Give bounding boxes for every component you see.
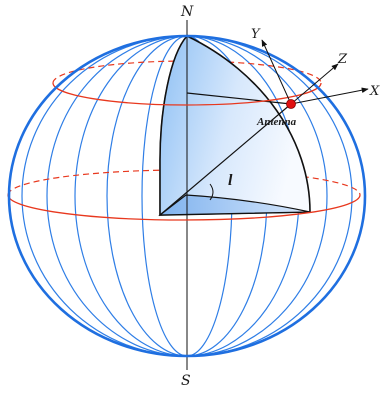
parallels-front [7,82,361,221]
north-pole-label: N [180,4,194,20]
axis-z-label: Z [337,52,348,67]
y-axis-arrow [261,39,292,105]
local-axes [261,39,369,105]
cutaway-sector [158,34,311,217]
sphere-outline [7,34,367,358]
radius-line [159,103,292,216]
latitude-angle-label: l [228,172,233,189]
x-axis-arrow [290,87,369,105]
antenna-marker [286,99,296,109]
z-axis-arrow [290,63,339,105]
south-pole-label: S [181,373,191,388]
axis-x-label: X [369,84,380,99]
latitude-angle-arc [209,183,214,201]
antenna-label: Antenna [256,116,297,128]
sector-equator-floor [158,194,311,216]
axis-y-label: Y [251,27,261,42]
